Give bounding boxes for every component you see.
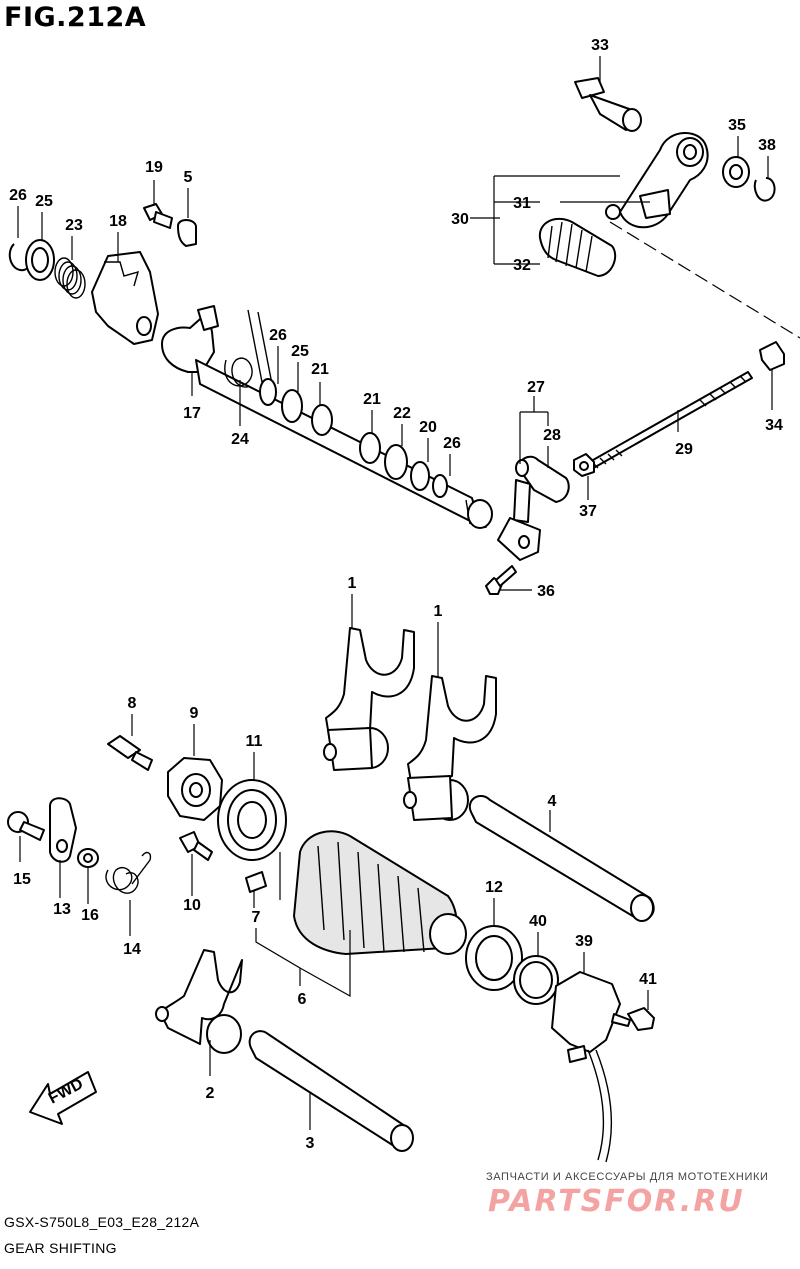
shift-fork-1b <box>403 675 497 821</box>
callout-15: 15 <box>13 871 31 888</box>
callout-6: 6 <box>298 991 307 1008</box>
callout-41: 41 <box>639 971 657 988</box>
rod-end-27 <box>497 455 570 561</box>
callout-13: 13 <box>53 901 71 918</box>
stopper-5 <box>177 219 197 247</box>
leader-lines <box>17 56 773 1130</box>
callout-26: 26 <box>443 435 461 452</box>
return-spring-24 <box>224 309 273 388</box>
callout-25: 25 <box>291 343 309 360</box>
fork-shaft-3 <box>248 1030 414 1152</box>
callout-35: 35 <box>728 117 746 134</box>
callout-39: 39 <box>575 933 593 950</box>
washer-25b <box>281 389 303 423</box>
fwd-arrow: FWD <box>29 1071 97 1125</box>
shift-pedal-bolt-33 <box>574 77 642 132</box>
callout-27: 27 <box>527 379 545 396</box>
callout-20: 20 <box>419 419 437 436</box>
callout-21: 21 <box>311 361 329 378</box>
callout-37: 37 <box>579 503 597 520</box>
footrest-rubber-32 <box>538 217 617 277</box>
callout-38: 38 <box>758 137 776 154</box>
callout-1: 1 <box>434 603 443 620</box>
screw-41 <box>611 1007 655 1031</box>
callout-30: 30 <box>451 211 469 228</box>
gear-position-sensor-39 <box>551 971 621 1163</box>
callout-11: 11 <box>246 733 263 750</box>
callout-26: 26 <box>9 187 27 204</box>
callout-32: 32 <box>513 257 531 274</box>
callout-36: 36 <box>537 583 555 600</box>
callout-19: 19 <box>145 159 163 176</box>
callout-25: 25 <box>35 193 53 210</box>
callout-29: 29 <box>675 441 693 458</box>
oil-seal-22 <box>384 444 408 480</box>
circlip-26b <box>259 378 277 406</box>
washer-35 <box>722 156 750 188</box>
callout-17: 17 <box>183 405 201 422</box>
callout-5: 5 <box>184 169 193 186</box>
callout-16: 16 <box>81 907 99 924</box>
washer-20 <box>410 461 430 491</box>
bushing-21 <box>311 404 333 436</box>
gearshift-cam-6 <box>293 830 467 955</box>
callout-14: 14 <box>123 941 141 958</box>
shift-fork-2 <box>155 949 243 1054</box>
circlip-26c <box>432 474 448 498</box>
shift-fork-1a <box>323 627 415 771</box>
callout-9: 9 <box>190 705 199 722</box>
callout-22: 22 <box>393 405 411 422</box>
callout-28: 28 <box>543 427 561 444</box>
o-ring-40 <box>513 955 559 1005</box>
callout-24: 24 <box>231 431 249 448</box>
fork-shaft-4 <box>469 795 655 922</box>
cam-stopper-9 <box>167 757 223 821</box>
model-code: GSX-S750L8_E03_E28_212A <box>4 1214 200 1230</box>
callout-31: 31 <box>513 195 531 212</box>
circlip-38 <box>753 177 776 202</box>
bolt-36 <box>485 565 517 595</box>
callout-26: 26 <box>269 327 287 344</box>
bearing-12 <box>465 925 523 991</box>
callout-10: 10 <box>183 897 201 914</box>
callout-34: 34 <box>765 417 783 434</box>
callout-2: 2 <box>206 1085 215 1102</box>
bolt-19 <box>143 203 173 229</box>
bolt-15 <box>7 811 45 841</box>
callout-23: 23 <box>65 217 83 234</box>
callout-40: 40 <box>529 913 547 930</box>
pin-7 <box>245 871 267 893</box>
bearing-11 <box>217 779 287 861</box>
callout-33: 33 <box>591 37 609 54</box>
washer-16 <box>77 848 99 868</box>
watermark-logo: PARTSFOR.RU <box>488 1184 745 1219</box>
tie-rod-29 <box>585 371 753 471</box>
shift-pedal-arm-30 <box>605 132 709 229</box>
shift-arm-plate-18 <box>91 251 159 345</box>
figure-name: GEAR SHIFTING <box>4 1240 117 1256</box>
callout-1: 1 <box>348 575 357 592</box>
nut-37 <box>573 453 595 477</box>
figure-title: FIG.212A <box>4 2 147 33</box>
bushing-21b <box>359 432 381 464</box>
pin-8 <box>107 735 153 771</box>
callout-7: 7 <box>252 909 261 926</box>
bolt-10 <box>179 831 213 861</box>
spring-14 <box>105 851 152 894</box>
callout-4: 4 <box>548 793 557 810</box>
callout-3: 3 <box>306 1135 315 1152</box>
washer-25 <box>25 239 55 281</box>
watermark-tagline: ЗАПЧАСТИ И АКСЕССУАРЫ ДЛЯ МОТОТЕХНИКИ <box>486 1171 769 1183</box>
spring-23 <box>54 257 86 299</box>
callout-8: 8 <box>128 695 137 712</box>
stopper-arm-13 <box>49 797 77 863</box>
callout-21: 21 <box>363 391 381 408</box>
callout-18: 18 <box>109 213 127 230</box>
nut-34 <box>759 341 785 371</box>
callout-12: 12 <box>485 879 503 896</box>
